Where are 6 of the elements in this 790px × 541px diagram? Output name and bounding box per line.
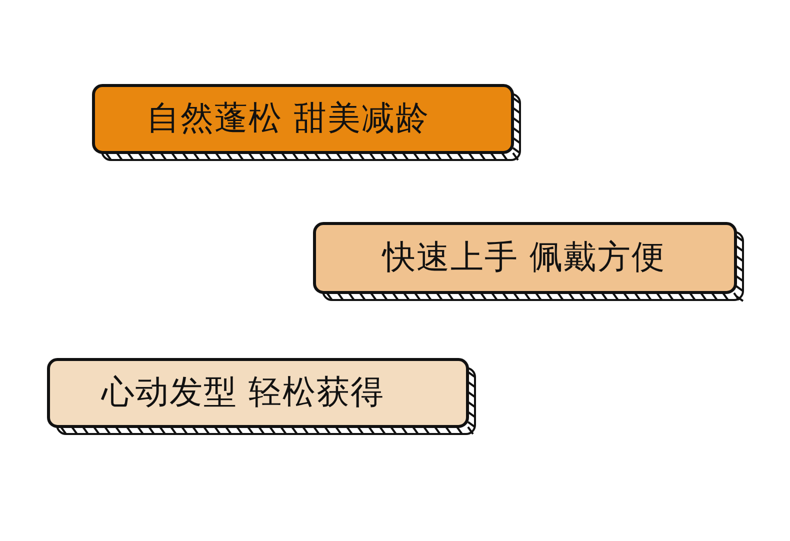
banner-box: [47, 358, 478, 437]
banner-box: [313, 222, 746, 303]
banner-text: 心动发型 轻松获得: [100, 370, 386, 412]
banner-text: 自然蓬松 甜美减龄: [145, 96, 431, 138]
banner-box: [92, 84, 523, 163]
banner-text: 快速上手 佩戴方便: [380, 236, 667, 278]
